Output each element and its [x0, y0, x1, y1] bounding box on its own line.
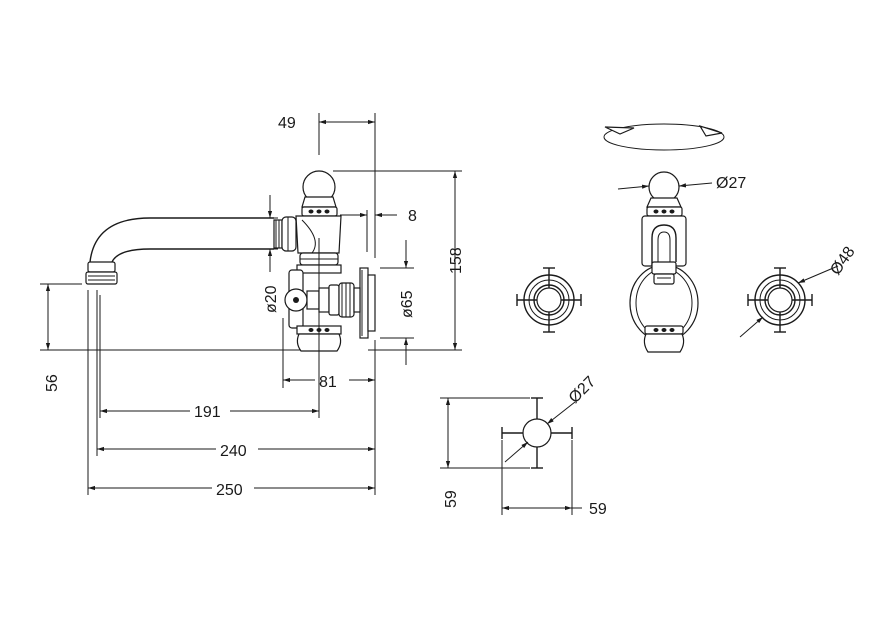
dim-59-vertical: 59	[440, 397, 530, 508]
dim-56: 56	[40, 283, 82, 392]
dim-65: ø65	[380, 240, 416, 365]
dim-191: 191	[99, 238, 320, 421]
cross-handle-right-icon	[747, 267, 813, 333]
dim-240: 240	[96, 290, 376, 495]
dim-65-label: ø65	[399, 290, 416, 318]
dim-81-label: 81	[319, 374, 337, 391]
spout	[85, 216, 297, 285]
dim-59-horizontal: 59	[501, 440, 607, 518]
front-view: Ø27	[516, 123, 859, 353]
cross-handle-left-icon	[516, 267, 582, 333]
dim-48: Ø48	[739, 244, 859, 338]
wall-plate	[359, 267, 376, 339]
dim-27-top: Ø27	[617, 175, 746, 192]
dim-59-vertical-label: 59	[443, 490, 460, 508]
dim-81: 81	[282, 318, 375, 391]
tap-body	[284, 170, 361, 352]
cross-handle-detail-icon	[501, 397, 573, 469]
dim-250: 250	[87, 290, 375, 499]
dim-240-label: 240	[220, 443, 247, 460]
dim-8: 8	[340, 208, 417, 252]
dim-27-top-label: Ø27	[716, 175, 746, 192]
dim-20: ø20	[263, 195, 280, 313]
dim-191-label: 191	[194, 404, 221, 421]
dim-8-label: 8	[408, 208, 417, 225]
side-view: 49 8 158 ø20 ø65	[40, 113, 465, 499]
dim-27-handle: Ø27	[504, 373, 599, 463]
rotation-arrow-icon	[603, 123, 725, 151]
dim-49-label: 49	[278, 115, 296, 132]
handle-detail: Ø27 59 59	[440, 373, 607, 518]
dim-59-horizontal-label: 59	[589, 501, 607, 518]
dim-158: 158	[333, 170, 465, 351]
dim-158-label: 158	[448, 247, 465, 274]
dim-49: 49	[278, 113, 376, 258]
dim-56-label: 56	[44, 374, 61, 392]
dim-48-label: Ø48	[827, 244, 858, 279]
dim-20-label: ø20	[263, 285, 280, 313]
dim-27-handle-label: Ø27	[566, 373, 599, 406]
dim-250-label: 250	[216, 482, 243, 499]
